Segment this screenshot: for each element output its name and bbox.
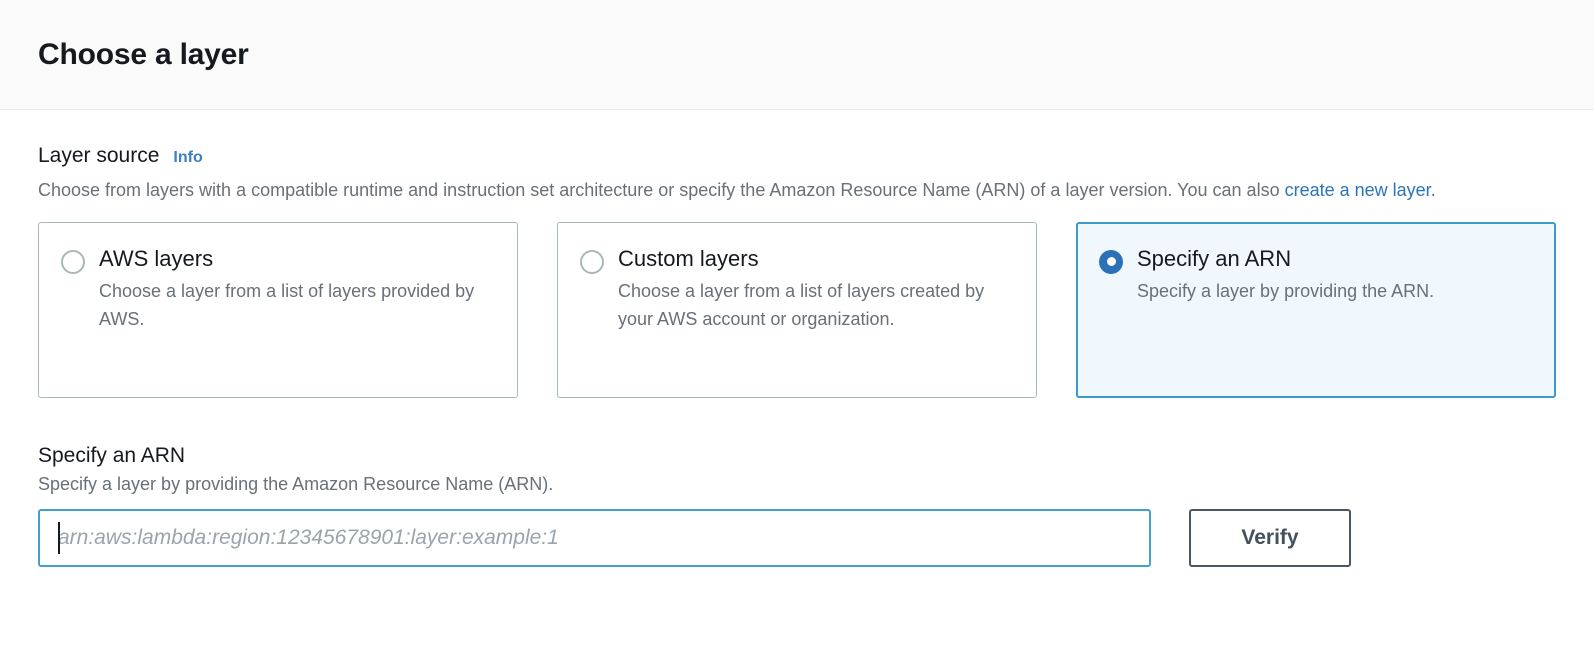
radio-card-specify-an-arn-texts: Specify an ARN Specify a layer by provid…: [1137, 245, 1434, 306]
layer-source-description: Choose from layers with a compatible run…: [38, 175, 1488, 206]
radio-card-custom-layers[interactable]: Custom layers Choose a layer from a list…: [557, 221, 1037, 398]
verify-button[interactable]: Verify: [1189, 508, 1351, 567]
info-link[interactable]: Info: [173, 149, 203, 166]
radio-card-aws-layers-title: AWS layers: [99, 245, 214, 271]
radio-card-aws-layers[interactable]: AWS layers Choose a layer from a list of…: [38, 221, 518, 398]
layer-source-label-row: Layer source Info: [38, 144, 1556, 168]
modal-body: Layer source Info Choose from layers wit…: [0, 110, 1594, 567]
layer-source-label: Layer source: [38, 144, 160, 167]
radio-icon-aws-layers[interactable]: [61, 249, 85, 274]
radio-icon-custom-layers[interactable]: [580, 249, 604, 274]
arn-input-row: Verify: [38, 508, 1556, 567]
radio-card-custom-layers-texts: Custom layers Choose a layer from a list…: [618, 245, 1012, 334]
radio-card-specify-an-arn-title: Specify an ARN: [1137, 245, 1292, 271]
page-title: Choose a layer: [38, 37, 249, 71]
layer-source-description-suffix: .: [1430, 180, 1436, 200]
radio-icon-specify-an-arn[interactable]: [1099, 249, 1123, 274]
radio-card-custom-layers-title: Custom layers: [618, 245, 759, 271]
text-cursor-icon: [58, 521, 60, 554]
radio-card-custom-layers-description: Choose a layer from a list of layers cre…: [618, 281, 985, 330]
arn-section-description: Specify a layer by providing the Amazon …: [38, 473, 554, 494]
radio-card-aws-layers-description: Choose a layer from a list of layers pro…: [99, 281, 475, 330]
modal-header: Choose a layer: [0, 0, 1594, 110]
layer-source-description-text: Choose from layers with a compatible run…: [38, 180, 1285, 200]
arn-section-heading: Specify an ARN: [38, 443, 186, 467]
arn-section: Specify an ARN Specify a layer by provid…: [38, 444, 1556, 567]
radio-card-specify-an-arn-description: Specify a layer by providing the ARN.: [1137, 281, 1435, 302]
create-a-new-layer-link[interactable]: create a new layer: [1284, 180, 1431, 200]
arn-input-wrapper: [38, 508, 1151, 567]
radio-card-aws-layers-texts: AWS layers Choose a layer from a list of…: [99, 245, 493, 334]
arn-input[interactable]: [38, 508, 1151, 567]
radio-card-specify-an-arn[interactable]: Specify an ARN Specify a layer by provid…: [1076, 221, 1556, 398]
layer-source-options: AWS layers Choose a layer from a list of…: [38, 221, 1556, 398]
